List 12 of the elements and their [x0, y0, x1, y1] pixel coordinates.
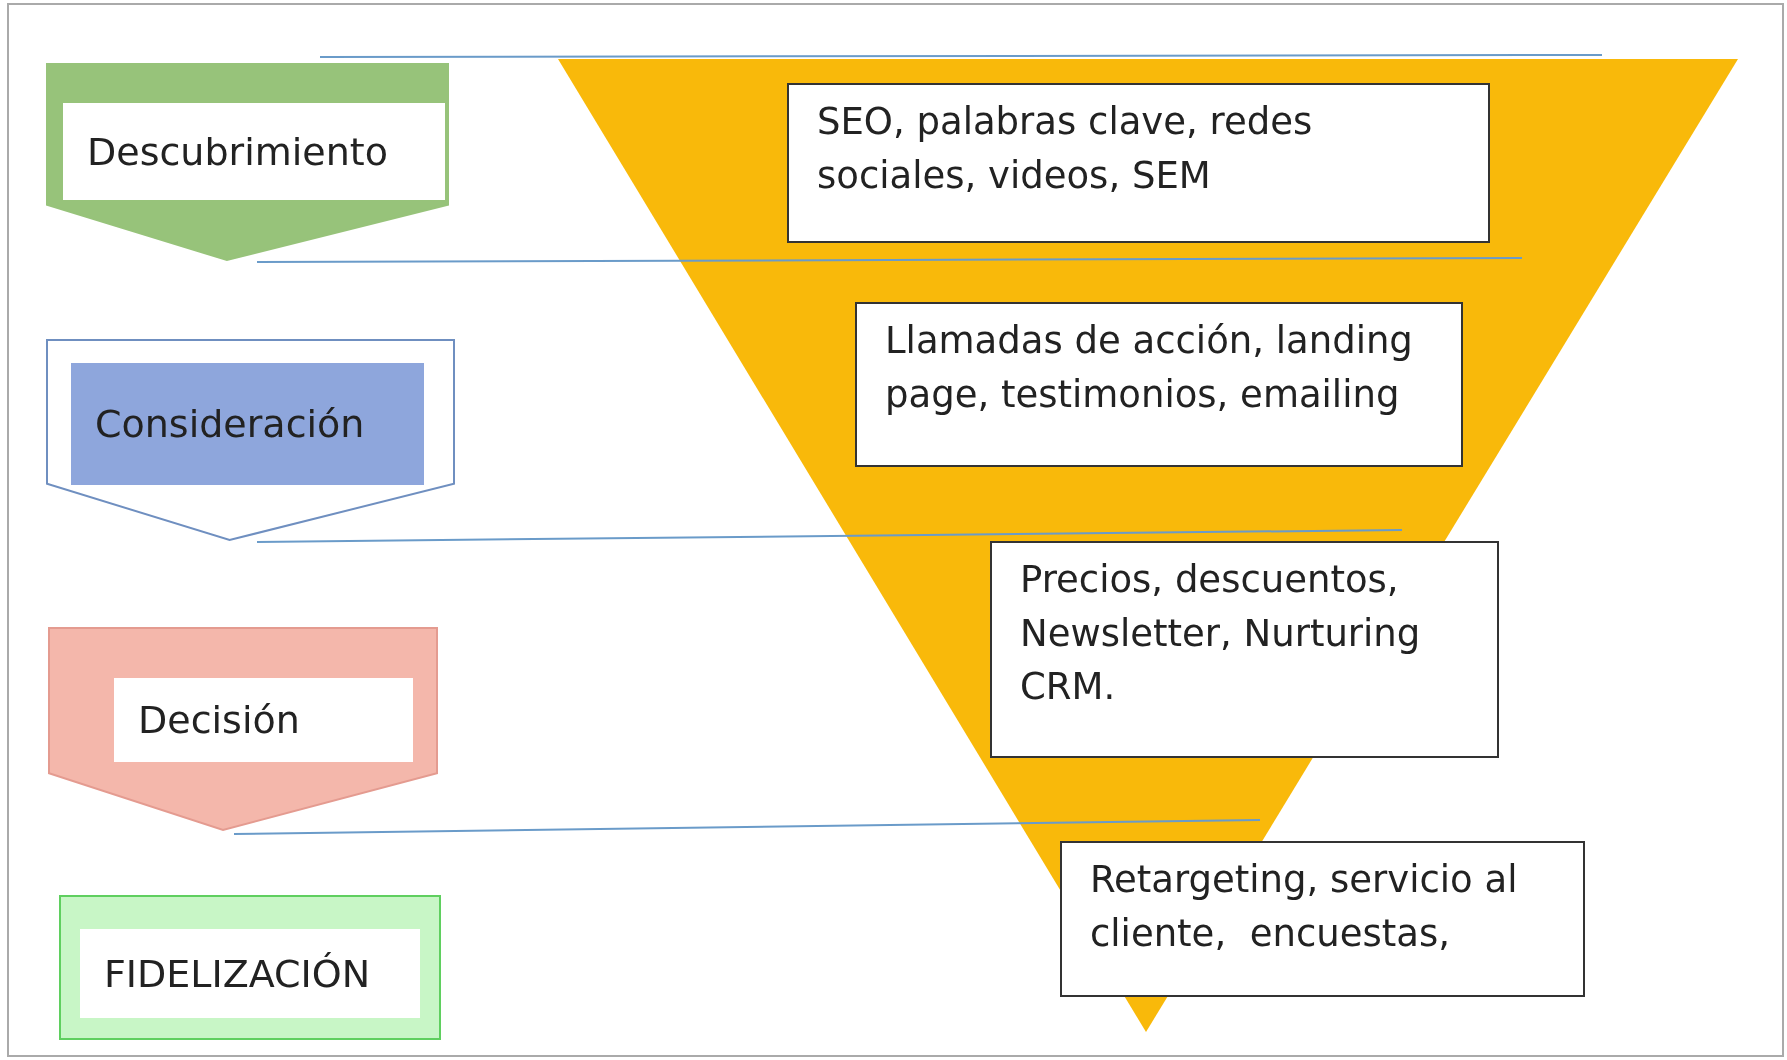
- stage-arrow: [46, 63, 450, 262]
- stage-label: FIDELIZACIÓN: [80, 929, 420, 1018]
- stage-label: Descubrimiento: [63, 103, 445, 200]
- stage-label: Consideración: [71, 363, 424, 485]
- stage-panel: [59, 895, 442, 1041]
- stage-label: Decisión: [114, 678, 413, 762]
- tactic-text-box: Retargeting, servicio al cliente, encuestas,: [1060, 841, 1585, 997]
- tactic-text-box: Precios, descuentos, Newsletter, Nurturing CRM.: [990, 541, 1499, 758]
- tactic-text-box: SEO, palabras clave, redes sociales, videos, SEM: [787, 83, 1490, 243]
- stage-arrow: [46, 339, 456, 542]
- tactic-text-box: Llamadas de acción, landing page, testimonios, emailing: [855, 302, 1463, 467]
- stage-arrow: [48, 627, 439, 832]
